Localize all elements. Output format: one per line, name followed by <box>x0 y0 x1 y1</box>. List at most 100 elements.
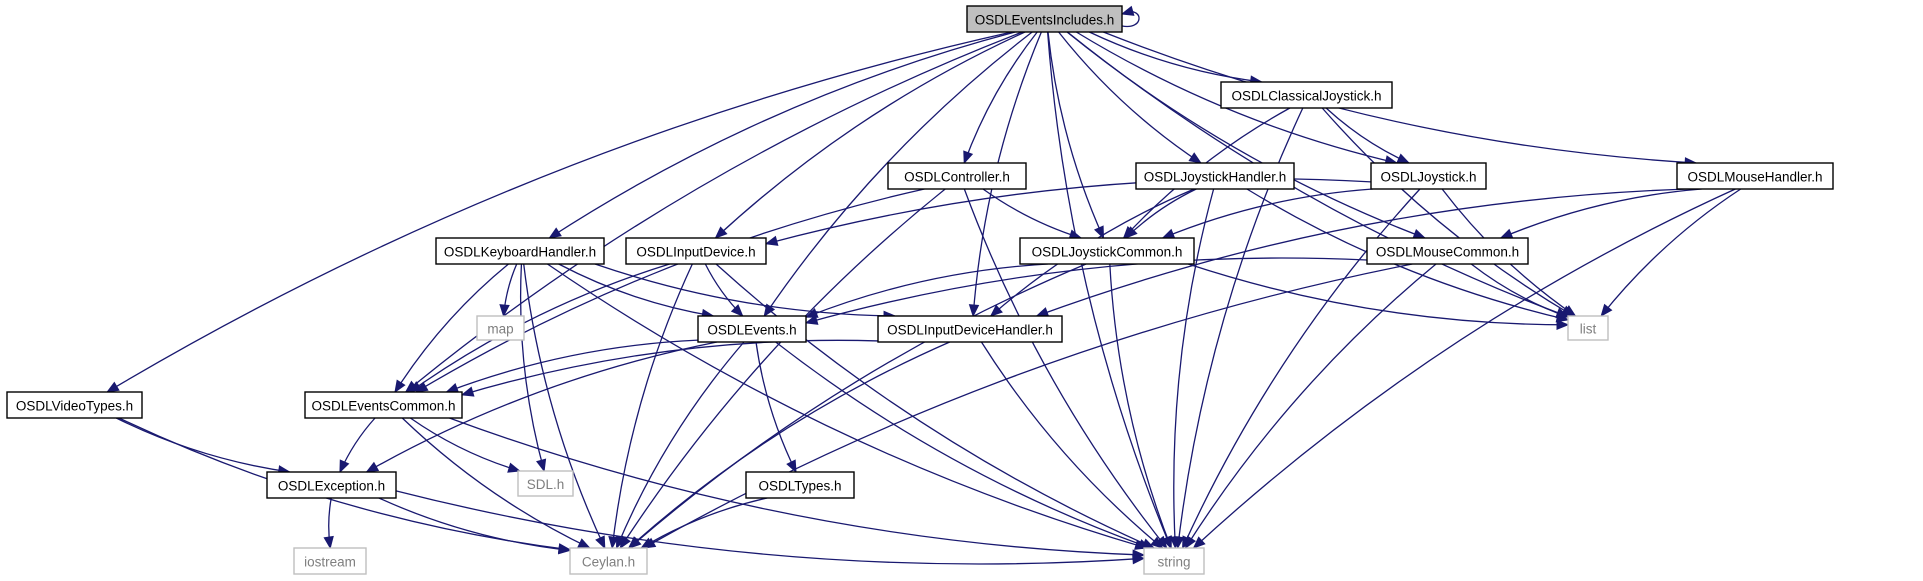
node-label-sdl: SDL.h <box>527 477 565 492</box>
edge-joystickcommon-to-string <box>1109 263 1172 549</box>
node-joystick: OSDLJoystick.h <box>1370 162 1487 190</box>
node-label-joystickhandler: OSDLJoystickHandler.h <box>1144 170 1287 185</box>
node-box-ceylan <box>569 547 648 575</box>
node-label-mousecommon: OSDLMouseCommon.h <box>1376 245 1519 260</box>
node-mousecommon: OSDLMouseCommon.h <box>1366 237 1529 265</box>
node-label-mousehandler: OSDLMouseHandler.h <box>1687 170 1822 185</box>
node-box-joystickcommon <box>1019 237 1195 265</box>
node-label-classicaljoystick: OSDLClassicalJoystick.h <box>1231 89 1381 104</box>
node-box-videotypes <box>6 391 143 419</box>
edge-includes-to-controller <box>963 31 1038 164</box>
node-box-classicaljoystick <box>1220 81 1393 109</box>
edge-includes-to-joystickhandler <box>1058 31 1202 164</box>
node-box-inputdevicehandler <box>877 315 1063 343</box>
edge-mousecommon-to-list-arrowhead <box>1555 308 1570 319</box>
node-box-types <box>745 471 855 499</box>
edge-mousecommon-to-ceylan <box>643 263 1413 549</box>
node-label-list: list <box>1580 322 1597 337</box>
node-map: map <box>476 315 525 341</box>
edge-includes-to-classicaljoystick <box>1089 31 1262 83</box>
node-exception: OSDLException.h <box>266 471 397 499</box>
edge-includes-to-inputdevice <box>715 31 1026 239</box>
edge-includes-to-string <box>1046 31 1172 549</box>
node-label-inputdevice: OSDLInputDevice.h <box>636 245 755 260</box>
node-label-exception: OSDLException.h <box>278 479 385 494</box>
edge-inputdevice-to-string <box>715 263 1155 549</box>
edge-keyboardhandler-to-map-arrowhead <box>499 304 510 318</box>
edge-inputdevice-to-eventscommon <box>409 263 670 393</box>
edge-joystick-to-inputdevice-arrowhead <box>764 235 779 246</box>
edge-inputdevice-to-eventscommon-arrowhead <box>408 381 423 393</box>
edge-joystick-to-string <box>1181 188 1421 549</box>
edge-joystickhandler-to-joystickcommon-arrowhead <box>1124 226 1138 239</box>
edge-includes-to-joystickcommon-arrowhead <box>1094 225 1105 240</box>
edge-joystickcommon-to-list-arrowhead <box>1556 319 1570 331</box>
edge-events-to-types-arrowhead <box>786 459 797 474</box>
edge-includes-to-includes-arrowhead <box>1120 5 1135 16</box>
edge-types-to-ceylan-arrowhead <box>640 537 654 549</box>
edge-mousehandler-to-string-arrowhead <box>1192 536 1206 549</box>
node-inputdevice: OSDLInputDevice.h <box>625 237 767 265</box>
edge-joystickcommon-to-ceylan <box>628 263 1087 549</box>
edge-eventscommon-to-ceylan-arrowhead <box>577 538 591 549</box>
edge-events-to-string <box>775 341 1151 549</box>
node-label-iostream: iostream <box>304 555 356 570</box>
node-label-eventscommon: OSDLEventsCommon.h <box>311 399 455 414</box>
edge-includes-to-joystickcommon <box>1047 31 1105 239</box>
edge-mousehandler-to-list <box>1600 188 1742 317</box>
edge-inputdevice-to-ceylan <box>611 263 693 549</box>
edge-joystickcommon-to-events-arrowhead <box>804 308 819 318</box>
edge-joystick-to-joystickcommon <box>1162 188 1373 239</box>
edge-joystickhandler-to-string <box>1173 188 1215 549</box>
edge-keyboardhandler-to-ceylan-arrowhead <box>595 535 606 550</box>
node-box-exception <box>266 471 397 499</box>
edge-includes-to-joystickhandler-arrowhead <box>1188 152 1202 164</box>
edges-layer <box>106 5 1742 565</box>
node-box-keyboardhandler <box>435 237 605 265</box>
node-box-controller <box>887 162 1027 190</box>
edge-joystick-to-joystickcommon-arrowhead <box>1161 228 1176 239</box>
edge-events-to-types <box>755 341 797 473</box>
edge-includes-to-events <box>763 31 1033 317</box>
node-box-map <box>476 315 525 341</box>
edge-joystickcommon-to-string-arrowhead <box>1162 535 1172 550</box>
edge-includes-to-joystick <box>1075 31 1397 164</box>
edge-includes-to-mousehandler <box>1103 31 1697 164</box>
node-label-controller: OSDLController.h <box>904 170 1010 185</box>
edge-eventscommon-to-ceylan <box>401 417 591 549</box>
edge-includes-to-list <box>1066 31 1569 318</box>
edge-joystickcommon-to-events <box>805 263 1048 318</box>
edge-eventscommon-to-exception-arrowhead <box>339 459 350 474</box>
node-box-iostream <box>293 547 367 575</box>
node-box-eventscommon <box>304 391 463 419</box>
edge-classicaljoystick-to-joystick <box>1325 107 1410 164</box>
edge-exception-to-string <box>395 490 1145 565</box>
edge-includes-to-mousecommon-arrowhead <box>1412 229 1427 239</box>
edge-mousecommon-to-string <box>1184 263 1437 549</box>
edge-mousehandler-to-mousecommon <box>1500 188 1702 239</box>
edge-mousehandler-to-inputdevicehandler-arrowhead <box>1035 307 1050 317</box>
edge-controller-to-ceylan <box>619 188 946 549</box>
edge-mousecommon-to-string-arrowhead <box>1184 535 1197 550</box>
node-label-ceylan: Ceylan.h <box>582 555 635 570</box>
node-label-inputdevicehandler: OSDLInputDeviceHandler.h <box>887 323 1053 338</box>
edge-mousehandler-to-string <box>1193 188 1736 549</box>
edge-inputdevice-to-ceylan-arrowhead <box>608 535 619 550</box>
edge-events-to-exception <box>366 341 718 473</box>
edge-includes-to-inputdevicehandler-arrowhead <box>968 304 980 318</box>
node-label-joystickcommon: OSDLJoystickCommon.h <box>1032 245 1183 260</box>
node-box-string <box>1143 547 1205 575</box>
edge-keyboardhandler-to-sdl-arrowhead <box>536 458 547 473</box>
edge-includes-to-keyboardhandler-arrowhead <box>548 227 562 239</box>
edge-inputdevice-to-events-arrowhead <box>730 304 744 317</box>
node-ceylan: Ceylan.h <box>569 547 648 575</box>
edge-videotypes-to-exception <box>115 417 290 473</box>
edge-eventscommon-to-sdl <box>409 417 520 472</box>
edge-joystick-to-list-arrowhead <box>1562 305 1577 317</box>
edge-inputdevicehandler-to-ceylan-arrowhead <box>627 536 641 549</box>
edge-eventscommon-to-string <box>449 417 1145 556</box>
edge-mousehandler-to-mousecommon-arrowhead <box>1499 228 1514 239</box>
edge-keyboardhandler-to-string <box>547 263 1147 549</box>
edge-joystickhandler-to-list <box>1246 188 1569 321</box>
